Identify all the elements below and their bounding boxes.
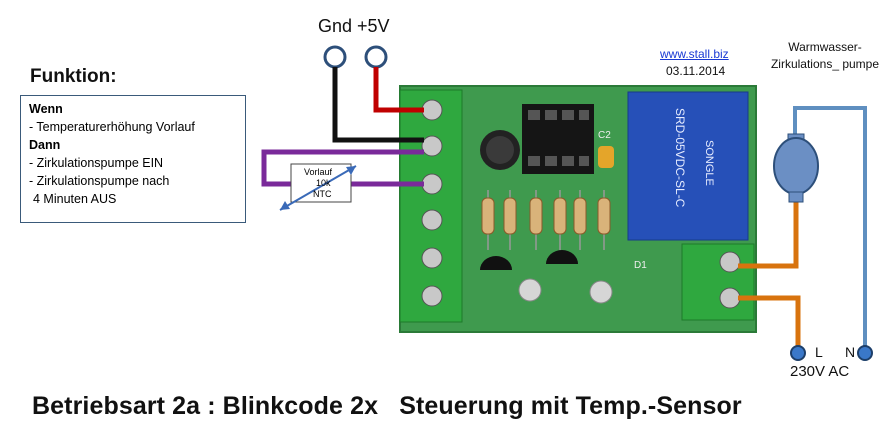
ntc-arrow-tail	[280, 201, 290, 210]
relay-brand: SONGLE	[703, 140, 715, 186]
footer-title: Betriebsart 2a : Blinkcode 2x Steuerung …	[32, 392, 742, 420]
terminal-block-right	[681, 243, 755, 321]
funktion-box: Wenn - Temperaturerhöhung Vorlauf Dann -…	[20, 95, 246, 223]
plus5v-terminal	[364, 45, 388, 69]
funktion-line2: - Zirkulationspumpe EIN	[29, 156, 164, 170]
wire-plus5v	[373, 67, 424, 113]
funktion-line4: 4 Minuten AUS	[33, 192, 117, 206]
capacitor-c2	[598, 146, 614, 168]
ntc-line3: NTC	[313, 189, 332, 199]
mains-l-label: L	[815, 344, 823, 360]
source-date: 03.11.2014	[666, 64, 726, 78]
ic-socket	[522, 104, 594, 174]
pump-label: Warmwasser-Zirkulations_ pumpe	[770, 40, 880, 71]
terminal-block-left	[399, 89, 463, 323]
wire-gnd	[332, 67, 424, 143]
relay-text: SRD-05VDC-SL-C	[673, 108, 687, 208]
funktion-line3: - Zirkulationspumpe nach	[29, 174, 170, 188]
ntc-arrow-head	[346, 166, 356, 175]
funktion-dann: Dann	[29, 138, 61, 152]
wire-mains-l	[738, 295, 801, 346]
ntc-sensor	[290, 163, 352, 203]
capacitor	[480, 130, 520, 170]
wire-pump-orange	[738, 200, 799, 269]
supply-label: Gnd +5V	[318, 16, 390, 36]
wire-pump-blue	[793, 106, 867, 346]
d1-label: D1	[634, 260, 647, 271]
ntc-line2: 10k	[316, 178, 331, 188]
pump-motor	[773, 133, 819, 203]
mains-l-terminal	[790, 345, 806, 361]
mains-label: 230V AC	[790, 363, 850, 380]
funktion-title: Funktion:	[30, 66, 117, 87]
ntc-arrow	[279, 165, 357, 211]
mains-n-terminal	[857, 345, 873, 361]
resistors	[481, 197, 611, 235]
mains-n-label: N	[845, 344, 856, 360]
funktion-line1: - Temperaturerhöhung Vorlauf	[29, 120, 195, 134]
transistors	[480, 250, 578, 270]
source-link[interactable]: www.stall.biz	[660, 47, 729, 61]
funktion-wenn: Wenn	[29, 102, 63, 116]
ntc-line1: Vorlauf	[304, 167, 333, 177]
gnd-terminal	[323, 45, 347, 69]
relay: SRD-05VDC-SL-C SONGLE	[627, 91, 749, 241]
wire-ntc-top	[261, 149, 424, 187]
c2-label: C2	[598, 130, 611, 141]
leds	[518, 278, 613, 304]
